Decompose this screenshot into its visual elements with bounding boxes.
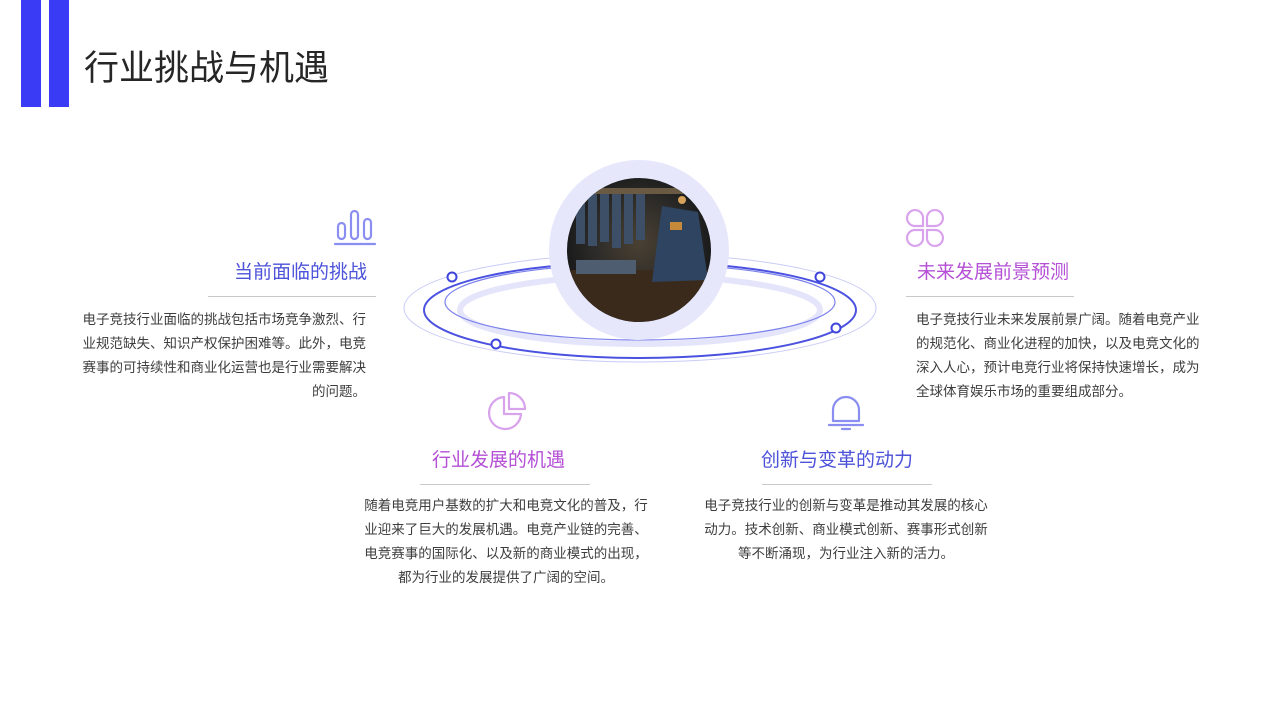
orbit-dot bbox=[830, 322, 842, 334]
pie-chart-icon bbox=[487, 391, 527, 431]
opportunities-text: 随着电竞用户基数的扩大和电竞文化的普及，行业迎来了巨大的发展机遇。电竞产业链的完… bbox=[364, 498, 648, 586]
header-accent-bar-2 bbox=[49, 0, 69, 107]
page-title: 行业挑战与机遇 bbox=[84, 49, 330, 89]
center-orbit-graphic bbox=[403, 160, 877, 363]
header-accent-bar-1 bbox=[21, 0, 41, 107]
future-title: 未来发展前景预测 bbox=[917, 261, 1070, 283]
innovation-divider bbox=[762, 484, 932, 485]
orbit-dot bbox=[814, 271, 826, 283]
future-divider bbox=[906, 296, 1074, 297]
clover-grid-icon bbox=[905, 208, 945, 248]
orbit-dot bbox=[446, 271, 458, 283]
challenges-divider bbox=[208, 296, 376, 297]
future-text: 电子竞技行业未来发展前景广阔。随着电竞产业的规范化、商业化进程的加快，以及电竞文… bbox=[916, 312, 1200, 400]
innovation-text: 电子竞技行业的创新与变革是推动其发展的核心动力。技术创新、商业模式创新、赛事形式… bbox=[704, 498, 988, 562]
bar-chart-icon bbox=[333, 209, 377, 246]
opportunities-divider bbox=[420, 484, 590, 485]
opportunities-title: 行业发展的机遇 bbox=[432, 449, 566, 471]
innovation-title: 创新与变革的动力 bbox=[761, 449, 914, 471]
challenges-text: 电子竞技行业面临的挑战包括市场竞争激烈、行业规范缺失、知识产权保护困难等。此外，… bbox=[82, 312, 367, 400]
orbit-dot bbox=[490, 338, 502, 350]
challenges-title: 当前面临的挑战 bbox=[233, 261, 367, 283]
bell-icon bbox=[827, 395, 865, 431]
